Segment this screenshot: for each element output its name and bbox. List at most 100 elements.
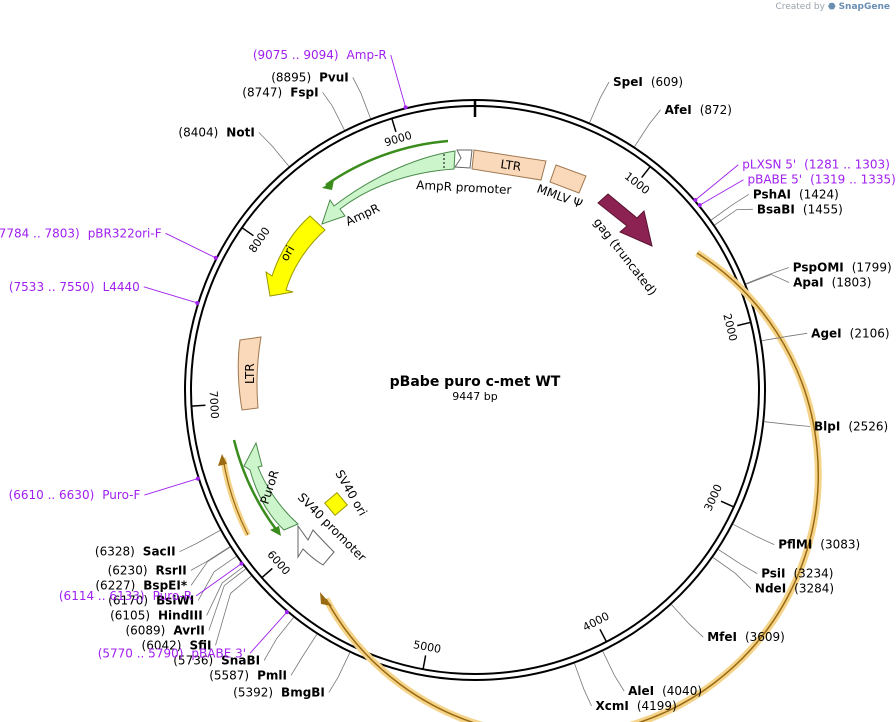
site-name: AvrII [173, 623, 205, 637]
site-label-PmlI[interactable]: (5587)PmlI [209, 668, 287, 682]
primer-label-L4440[interactable]: (7533 .. 7550)L4440 [9, 280, 140, 294]
site-label-NdeI[interactable]: NdeI(3284) [755, 582, 834, 596]
site-position: (8747) [242, 85, 282, 99]
site-leader-FspI [322, 92, 345, 131]
ampr-orf-arrowhead [322, 180, 334, 190]
site-leader-BlpI [764, 421, 811, 427]
site-label-SacII[interactable]: (6328)SacII [95, 545, 176, 559]
site-label-BmgBI[interactable]: (5392)BmgBI [233, 685, 325, 699]
site-name: AleI [628, 684, 654, 698]
site-name: PvuI [319, 70, 349, 84]
credit-prefix: Created by [775, 2, 825, 12]
site-name: MfeI [707, 630, 737, 644]
site-label-HindIII[interactable]: (6105)HindIII [110, 608, 203, 622]
tick-label-6000: 6000 [265, 548, 293, 578]
site-leader-NdeI [712, 557, 752, 589]
primer-name: pLXSN 5' [742, 158, 796, 172]
primer-label-Puro-F[interactable]: (6610 .. 6630)Puro-F [9, 488, 141, 502]
site-name: AgeI [811, 326, 841, 340]
tick-mark-2000 [737, 321, 751, 327]
site-position: (6170) [108, 593, 148, 607]
site-label-AgeI[interactable]: AgeI(2106) [811, 326, 889, 340]
site-label-PspOMI[interactable]: PspOMI (1799) [793, 261, 892, 275]
primer-range: (1319 .. 1335) [810, 173, 896, 187]
site-label-PsiI[interactable]: PsiI (3234) [761, 567, 833, 581]
primer-label-pLXSN 5'[interactable]: pLXSN 5' (1281 .. 1303) [742, 158, 890, 172]
primer-leader-Puro-R [195, 563, 242, 597]
site-name: SpeI [613, 75, 643, 89]
tick-mark-4000 [599, 628, 608, 643]
site-leader-PflMI [733, 523, 775, 545]
tick-label-8000: 8000 [246, 225, 273, 255]
feature-sv40-ori [324, 492, 348, 516]
site-leader-PsiI [718, 549, 758, 574]
site-leader-AgeI [761, 332, 808, 342]
site-label-MfeI[interactable]: MfeI(3609) [707, 630, 785, 644]
primer-name: pBABE 5' [747, 173, 802, 187]
site-label-RsrII[interactable]: (6230)RsrII [108, 563, 187, 577]
site-name: NotI [226, 125, 255, 139]
site-name: SacII [143, 545, 176, 559]
primer-label-pBABE 3'[interactable]: (5770 .. 5790) pBABE 3' [98, 646, 246, 660]
site-name: PshAI [753, 187, 791, 201]
site-position: (8895) [271, 70, 311, 84]
site-name: BsiWI [156, 593, 194, 607]
plasmid-length: 9447 bp [452, 390, 497, 403]
site-position: (3083) [820, 538, 860, 552]
site-label-AfeI[interactable]: AfeI(872) [665, 103, 732, 117]
primer-label-Puro-R[interactable]: (6114 .. 6133)Puro-R [59, 589, 192, 603]
primer-leader-L4440 [143, 286, 198, 304]
site-position: (8404) [178, 125, 218, 139]
site-position: (1803) [832, 276, 872, 290]
site-position: (1799) [852, 261, 892, 275]
site-leader-BsaBI [714, 208, 753, 226]
primer-name: Puro-F [102, 488, 140, 502]
primer-label-pBR322ori-F[interactable]: (7784 .. 7803)pBR322ori-F [0, 226, 162, 240]
primer-range: (1281 .. 1303) [804, 158, 890, 172]
primer-name: Puro-R [153, 589, 193, 603]
site-label-BsiWI[interactable]: (6170) BsiWI [108, 593, 194, 607]
site-position: (1455) [803, 202, 843, 216]
ampr-orf-arc [325, 139, 449, 187]
site-label-SfiI[interactable]: (6042)SfiI [142, 638, 212, 652]
site-position: (3234) [794, 567, 834, 581]
tick-label-7000: 7000 [207, 390, 222, 419]
site-label-PvuI[interactable]: (8895) PvuI [271, 70, 349, 84]
site-label-FspI[interactable]: (8747) FspI [242, 85, 318, 99]
site-name: PspOMI [793, 261, 844, 275]
site-name: FspI [290, 85, 318, 99]
site-label-AvrII[interactable]: (6089)AvrII [125, 623, 204, 637]
c-met-orf-arrowhead [320, 592, 332, 606]
puror-orf-arrowhead [270, 526, 281, 536]
feature-ltr-left [237, 336, 262, 411]
primer-leader-pBR322ori-F [165, 232, 216, 259]
feature-sv40-promoter [297, 524, 335, 566]
tick-label-5000: 5000 [412, 638, 442, 656]
site-label-ApaI[interactable]: ApaI(1803) [793, 276, 871, 290]
site-label-PflMI[interactable]: PflMI(3083) [778, 538, 860, 552]
site-label-SpeI[interactable]: SpeI(609) [613, 75, 683, 89]
primer-leader-pLXSN 5' [695, 164, 739, 201]
plasmid-name: pBabe puro c-met WT [390, 374, 561, 390]
site-label-PshAI[interactable]: PshAI(1424) [753, 187, 839, 201]
primer-leader-pBABE 3' [249, 611, 288, 654]
site-name: PsiI [761, 567, 785, 581]
label-ltr-top: LTR [500, 157, 522, 174]
primer-label-pBABE 5'[interactable]: pBABE 5' (1319 .. 1335) [747, 173, 895, 187]
primer-label-Amp-R[interactable]: (9075 .. 9094)Amp-R [253, 48, 387, 62]
feature-ltr-top [471, 149, 547, 181]
primer-name: pBABE 3' [191, 646, 246, 660]
site-position: (4040) [662, 684, 702, 698]
site-label-XcmI[interactable]: XcmI(4199) [596, 699, 677, 713]
site-leader-SpeI [589, 81, 610, 123]
site-label-NotI[interactable]: (8404) NotI [178, 125, 254, 139]
site-label-SnaBI[interactable]: (5736)SnaBI [173, 653, 260, 667]
site-label-BsaBI[interactable]: BsaBI(1455) [757, 202, 843, 216]
site-label-AleI[interactable]: AleI (4040) [628, 684, 702, 698]
primer-range: (5770 .. 5790) [98, 646, 184, 660]
site-leader-MfeI [671, 604, 704, 638]
snapgene-logo-icon: ⬣ [827, 2, 836, 12]
site-label-BlpI[interactable]: BlpI(2526) [814, 420, 888, 434]
feature-ampr [321, 150, 456, 225]
site-label-BspEI*[interactable]: (6227)BspEI* [95, 578, 187, 592]
